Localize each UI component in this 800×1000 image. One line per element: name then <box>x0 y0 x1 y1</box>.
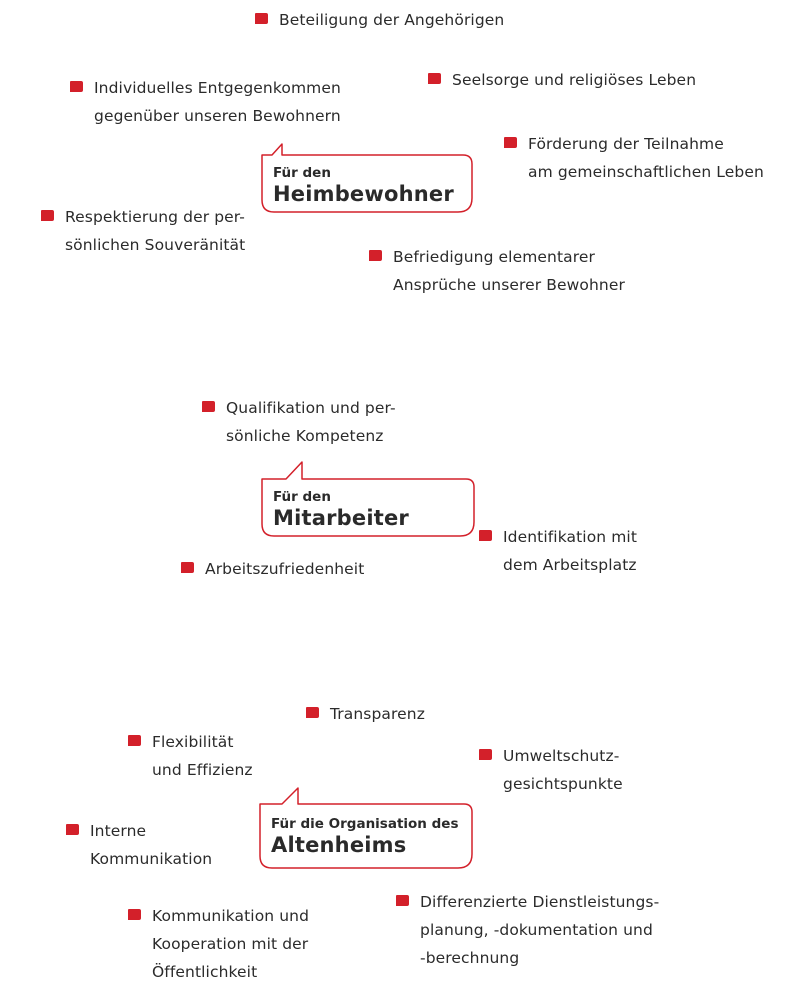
staff-callout: Für den Mitarbeiter <box>258 461 480 540</box>
list-item: Flexibilität und Effizienz <box>128 728 253 784</box>
speech-bubble-icon <box>181 562 194 573</box>
item-text: Respektierung der per- <box>65 208 245 226</box>
item-text: am gemeinschaftlichen Leben <box>528 163 764 181</box>
speech-bubble-icon <box>396 895 409 906</box>
speech-bubble-icon <box>202 401 215 412</box>
item-text: Seelsorge und religiöses Leben <box>452 71 697 89</box>
speech-bubble-icon <box>306 707 319 718</box>
organisation-heading: Für die Organisation des Altenheims <box>271 816 458 858</box>
item-text: Beteiligung der Angehörigen <box>279 11 505 29</box>
callout-frame <box>259 787 473 869</box>
list-item: Respektierung der per- sönlichen Souverä… <box>41 203 246 259</box>
residents-section: Für den Heimbewohner Beteiligung der Ang… <box>0 0 800 320</box>
item-text: Umweltschutz- <box>503 747 620 765</box>
speech-bubble-icon <box>66 824 79 835</box>
list-item: Befriedigung elementarer Ansprüche unser… <box>369 243 625 299</box>
list-item: Interne Kommunikation <box>66 817 213 873</box>
list-item: Beteiligung der Angehörigen <box>255 6 505 34</box>
list-item: Individuelles Entgegenkommen gegenüber u… <box>70 74 341 130</box>
item-text: Arbeitszufriedenheit <box>205 560 365 578</box>
item-text: gegenüber unseren Bewohnern <box>94 107 341 125</box>
speech-bubble-icon <box>41 210 54 221</box>
residents-heading: Für den Heimbewohner <box>273 165 454 207</box>
item-text: Differenzierte Dienstleistungs- <box>420 893 660 911</box>
speech-bubble-icon <box>504 137 517 148</box>
callout-frame <box>261 143 473 213</box>
list-item: Identifikation mit dem Arbeitsplatz <box>479 523 638 579</box>
organisation-heading-large: Altenheims <box>271 833 407 857</box>
speech-bubble-icon <box>70 81 83 92</box>
speech-bubble-icon <box>479 749 492 760</box>
item-text: Interne <box>90 822 147 840</box>
item-text: Förderung der Teilnahme <box>528 135 724 153</box>
item-text: Qualifikation und per- <box>226 399 396 417</box>
list-item: Transparenz <box>306 700 425 728</box>
item-text: und Effizienz <box>152 761 253 779</box>
item-text: sönliche Kompetenz <box>226 427 384 445</box>
staff-section: Für den Mitarbeiter Qualifikation und pe… <box>0 380 800 620</box>
speech-bubble-icon <box>369 250 382 261</box>
item-text: Individuelles Entgegenkommen <box>94 79 341 97</box>
list-item: Seelsorge und religiöses Leben <box>428 66 697 94</box>
item-text: dem Arbeitsplatz <box>503 556 637 574</box>
speech-bubble-icon <box>128 909 141 920</box>
item-text: Transparenz <box>330 705 425 723</box>
list-item: Arbeitszufriedenheit <box>181 555 365 583</box>
speech-bubble-icon <box>479 530 492 541</box>
item-text: Kommunikation und <box>152 907 310 925</box>
item-text: Ansprüche unserer Bewohner <box>393 276 625 294</box>
list-item: Qualifikation und per- sönliche Kompeten… <box>202 394 396 450</box>
item-text: Identifikation mit <box>503 528 638 546</box>
list-item: Umweltschutz- gesichtspunkte <box>479 742 623 798</box>
organisation-section: Für die Organisation des Altenheims Tran… <box>0 690 800 1000</box>
speech-bubble-icon <box>255 13 268 24</box>
item-text: planung, -dokumentation und <box>420 921 653 939</box>
item-text: Öffentlichkeit <box>152 963 258 981</box>
staff-heading-small: Für den <box>273 489 331 505</box>
staff-heading-large: Mitarbeiter <box>273 506 409 530</box>
callout-frame <box>261 461 475 537</box>
list-item: Differenzierte Dienstleistungs- planung,… <box>396 888 660 972</box>
residents-callout: Für den Heimbewohner <box>258 143 478 218</box>
item-text: Kooperation mit der <box>152 935 309 953</box>
item-text: -berechnung <box>420 949 520 967</box>
residents-heading-small: Für den <box>273 165 331 181</box>
list-item: Kommunikation und Kooperation mit der Öf… <box>128 902 310 986</box>
item-text: Flexibilität <box>152 733 234 751</box>
staff-heading: Für den Mitarbeiter <box>273 489 409 531</box>
item-text: sönlichen Souveränität <box>65 236 246 254</box>
residents-heading-large: Heimbewohner <box>273 182 454 206</box>
speech-bubble-icon <box>128 735 141 746</box>
item-text: Kommunikation <box>90 850 213 868</box>
speech-bubble-icon <box>428 73 441 84</box>
list-item: Förderung der Teilnahme am gemeinschaftl… <box>504 130 764 186</box>
item-text: Befriedigung elementarer <box>393 248 595 266</box>
organisation-callout: Für die Organisation des Altenheims <box>256 787 480 870</box>
item-text: gesichtspunkte <box>503 775 623 793</box>
organisation-heading-small: Für die Organisation des <box>271 816 459 832</box>
